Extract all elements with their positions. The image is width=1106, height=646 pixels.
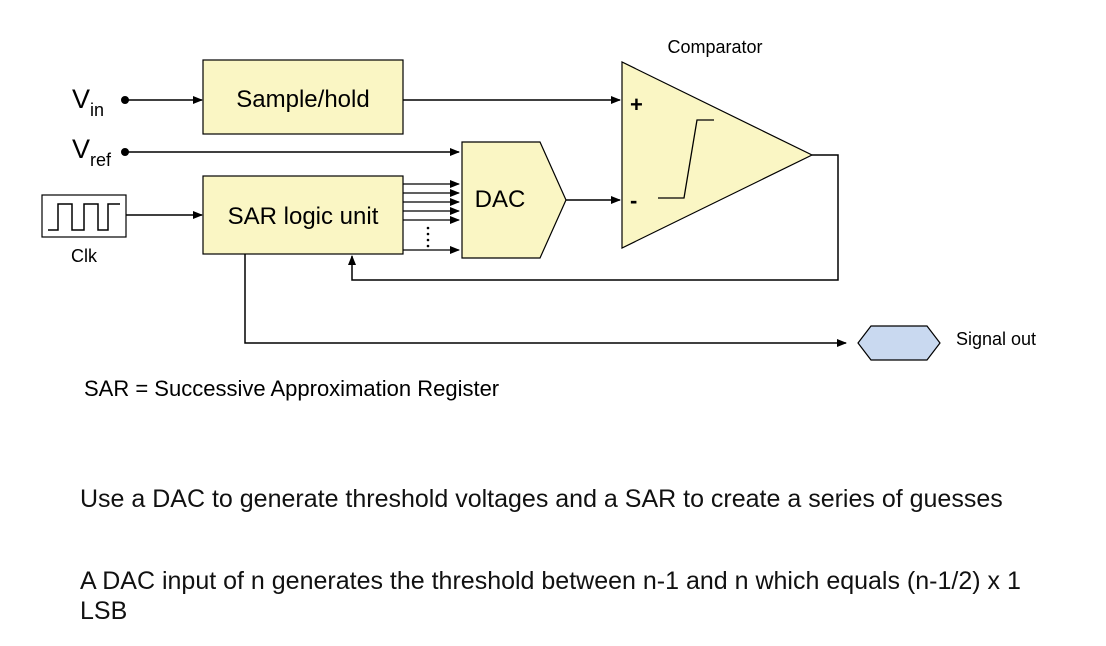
- comparator-triangle: [621, 61, 814, 249]
- dac-block: [461, 141, 567, 259]
- dac-label: DAC: [475, 186, 526, 213]
- note-dac-threshold: A DAC input of n generates the threshold…: [80, 567, 1021, 625]
- sar-definition-caption: SAR = Successive Approximation Register: [84, 376, 499, 401]
- sar-to-dac-bus: [403, 180, 460, 254]
- note-dac-sar-usage: Use a DAC to generate threshold voltages…: [80, 485, 1003, 513]
- comparator-plus-sign: +: [630, 92, 643, 117]
- comparator-minus-sign: -: [630, 188, 637, 213]
- sar-logic-label: SAR logic unit: [228, 203, 379, 230]
- vref-label: Vref: [72, 134, 112, 170]
- clock-label: Clk: [71, 246, 98, 266]
- sample-hold-block: [202, 59, 404, 135]
- sar-adc-diagram: Vin Vref Sample/hold Clk SAR logic unit …: [41, 37, 1036, 401]
- comparator-step-icon: [658, 119, 714, 199]
- clock-waveform-icon: [48, 203, 120, 231]
- vin-label: Vin: [72, 84, 104, 120]
- sample-hold-label: Sample/hold: [236, 86, 369, 113]
- signal-out-terminal: [857, 325, 941, 361]
- sar-logic-block: [202, 175, 404, 255]
- signal-out-label: Signal out: [956, 329, 1036, 349]
- comparator-title: Comparator: [667, 37, 762, 57]
- sar-output-wire: [244, 254, 847, 347]
- comparator-feedback-wire: [348, 154, 839, 281]
